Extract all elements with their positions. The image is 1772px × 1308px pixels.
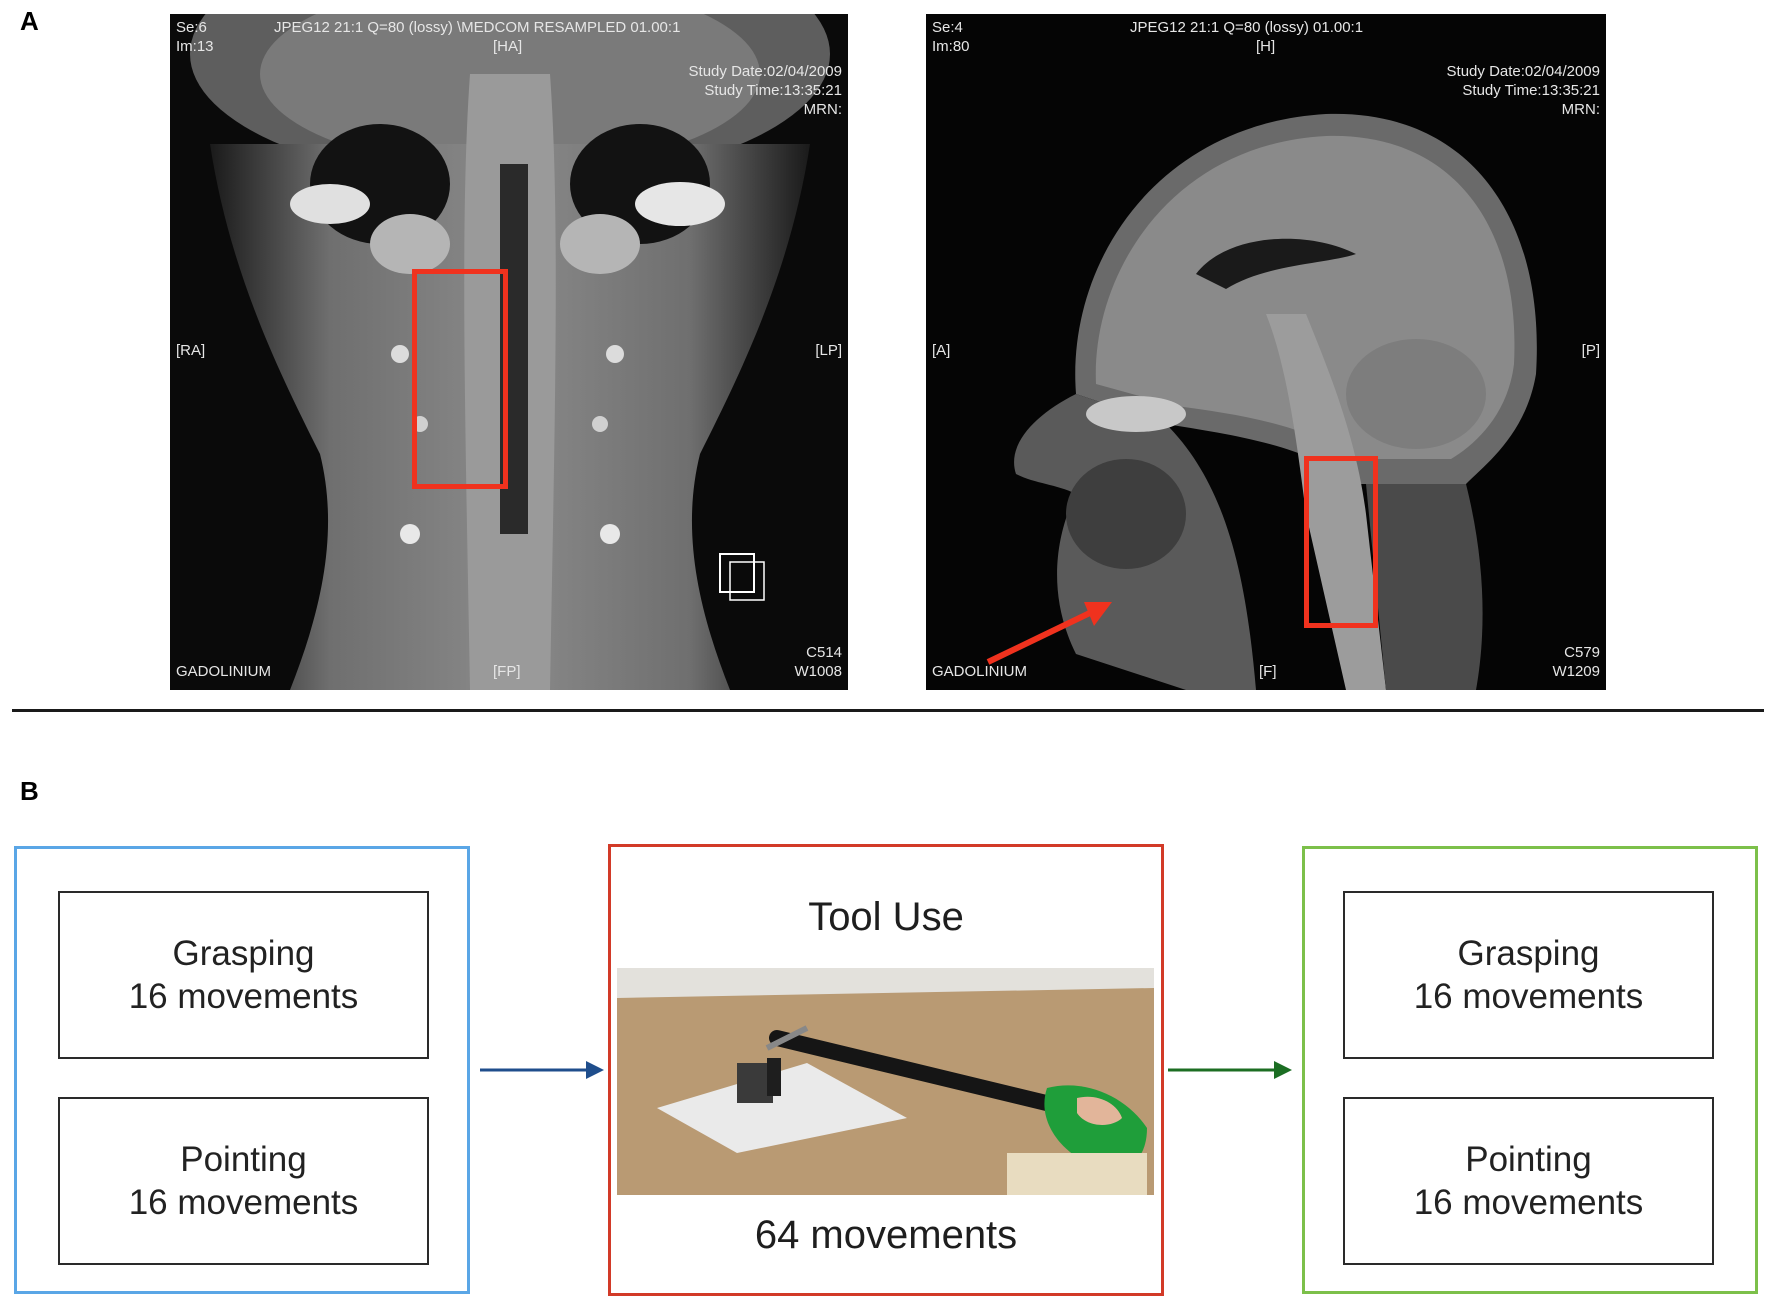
coronal-orient-left: [RA] — [176, 342, 206, 359]
coronal-window-center: C514 — [806, 644, 842, 661]
panel-a-label: A — [20, 6, 39, 36]
coronal-contrast-label: GADOLINIUM — [176, 663, 272, 680]
tool-use-count: 64 movements — [754, 1213, 1018, 1257]
sagittal-orient-top: [H] — [1256, 38, 1276, 55]
panel-divider — [12, 709, 1764, 712]
arrow-tool-to-post — [1168, 1061, 1292, 1079]
sagittal-compression-label: JPEG12 21:1 Q=80 (lossy) 01.00:1 — [1130, 19, 1364, 36]
sagittal-study-time: Study Time:13:35:21 — [1462, 82, 1600, 99]
sagittal-orient-right: [P] — [1581, 342, 1600, 359]
post-grasping-box: Grasping 16 movements — [1343, 891, 1714, 1059]
coronal-series-label: Se:6 — [176, 19, 207, 36]
sagittal-series-label: Se:4 — [932, 19, 963, 36]
coronal-compression-label: JPEG12 21:1 Q=80 (lossy) \MEDCOM RESAMPL… — [274, 19, 681, 36]
coronal-orient-top: [HA] — [493, 38, 523, 55]
coronal-mrn: MRN: — [803, 101, 842, 118]
sagittal-image-label: Im:80 — [932, 38, 970, 55]
post-grasping-label: Grasping — [1457, 934, 1600, 973]
sagittal-scan-image — [926, 14, 1606, 690]
post-phase-box: Grasping 16 movements Pointing 16 moveme… — [1302, 846, 1758, 1294]
pre-grasping-label: Grasping — [172, 934, 315, 973]
sagittal-orient-left: [A] — [932, 342, 951, 359]
sagittal-study-date: Study Date:02/04/2009 — [1446, 63, 1600, 80]
pre-pointing-box: Pointing 16 movements — [58, 1097, 429, 1265]
coronal-scan-image — [170, 14, 848, 690]
tool-use-phase-box: Tool Use 64 movements — [608, 844, 1164, 1296]
coronal-image-label: Im:13 — [176, 38, 214, 55]
pre-phase-box: Grasping 16 movements Pointing 16 moveme… — [14, 846, 470, 1294]
post-pointing-label: Pointing — [1465, 1140, 1592, 1179]
mri-coronal-view: Se:6 Im:13 JPEG12 21:1 Q=80 (lossy) \MED… — [170, 14, 848, 690]
coronal-study-date: Study Date:02/04/2009 — [688, 63, 842, 80]
sagittal-roi-box — [1304, 456, 1378, 628]
pre-pointing-label: Pointing — [180, 1140, 307, 1179]
coronal-orient-bottom: [FP] — [493, 663, 521, 680]
mri-sagittal-view: Se:4 Im:80 JPEG12 21:1 Q=80 (lossy) 01.0… — [926, 14, 1606, 690]
pre-pointing-count: 16 movements — [128, 1183, 359, 1222]
coronal-orient-right: [LP] — [815, 342, 842, 359]
pre-grasping-count: 16 movements — [128, 977, 359, 1016]
sagittal-window-center: C579 — [1564, 644, 1600, 661]
tool-use-title: Tool Use — [808, 895, 964, 939]
post-pointing-box: Pointing 16 movements — [1343, 1097, 1714, 1265]
post-grasping-count: 16 movements — [1413, 977, 1644, 1016]
coronal-study-time: Study Time:13:35:21 — [704, 82, 842, 99]
sagittal-contrast-label: GADOLINIUM — [932, 663, 1028, 680]
tool-use-photo — [617, 968, 1154, 1195]
sagittal-mrn: MRN: — [1561, 101, 1600, 118]
coronal-window-width: W1008 — [794, 663, 842, 680]
sagittal-window-width: W1209 — [1552, 663, 1600, 680]
arrow-pre-to-tool — [480, 1061, 604, 1079]
tool-photo-image — [617, 968, 1154, 1195]
panel-b-label: B — [20, 776, 39, 806]
post-pointing-count: 16 movements — [1413, 1183, 1644, 1222]
coronal-roi-box — [412, 269, 508, 489]
sagittal-orient-bottom: [F] — [1259, 663, 1277, 680]
pre-grasping-box: Grasping 16 movements — [58, 891, 429, 1059]
